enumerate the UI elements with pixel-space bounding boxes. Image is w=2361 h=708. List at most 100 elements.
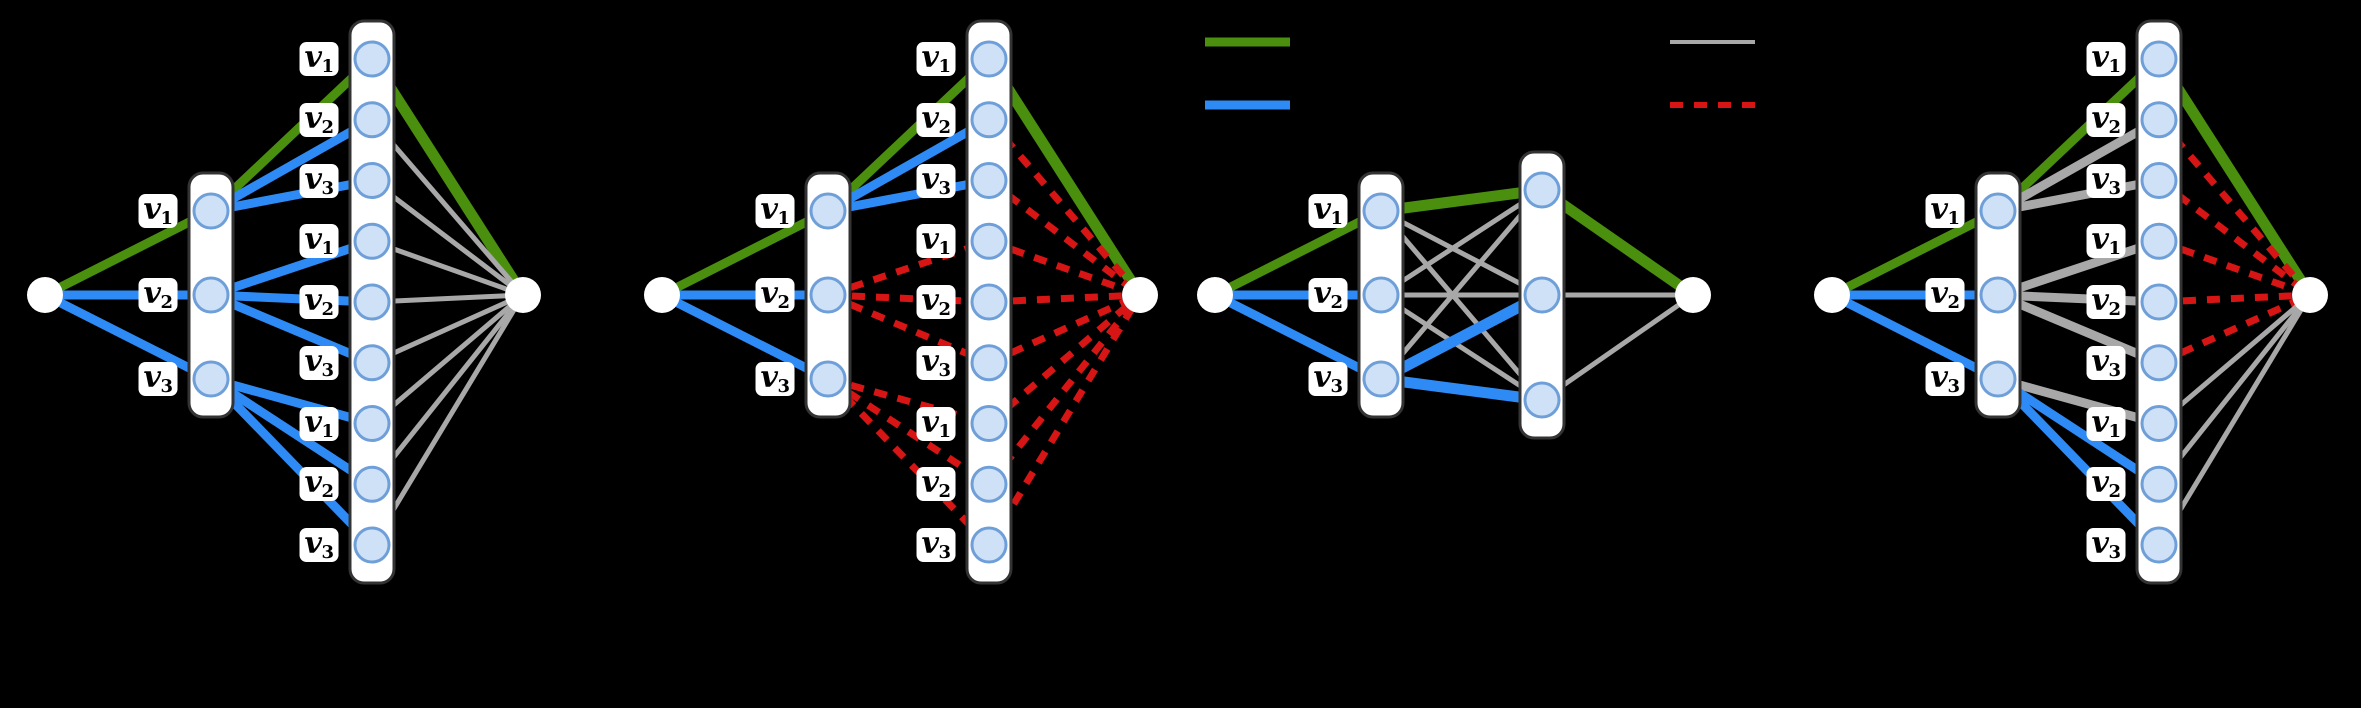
- node-label-v2: v2: [299, 467, 339, 502]
- right-node-1[interactable]: [970, 40, 1008, 78]
- mid-node-2[interactable]: [1362, 276, 1400, 314]
- mid-node-3[interactable]: [1362, 360, 1400, 398]
- right-node-9[interactable]: [2140, 526, 2178, 564]
- mid-node-1[interactable]: [1979, 192, 2017, 230]
- sink-node[interactable]: [1122, 277, 1158, 313]
- label-sub: 3: [938, 359, 951, 381]
- right-node-8[interactable]: [970, 465, 1008, 503]
- source-node[interactable]: [1197, 277, 1233, 313]
- label-base: v: [304, 404, 322, 440]
- mid-node-1[interactable]: [809, 192, 847, 230]
- right-node-2[interactable]: [2140, 101, 2178, 139]
- label-base: v: [2091, 404, 2109, 440]
- edge-mid-right-1-3: [1997, 176, 2160, 216]
- right-node-3[interactable]: [353, 162, 391, 199]
- edge-mid-right-2-2: [1997, 290, 2160, 307]
- right-node-4[interactable]: [2140, 222, 2178, 260]
- edge-right-sink-9: [2156, 293, 2313, 547]
- right-node-5[interactable]: [2140, 283, 2178, 321]
- edge-right-sink-2: [370, 118, 525, 297]
- right-node-7[interactable]: [970, 405, 1008, 442]
- right-node-4[interactable]: [970, 222, 1008, 260]
- right-node-7[interactable]: [2140, 405, 2178, 442]
- right-node-2[interactable]: [353, 101, 391, 139]
- right-node-9[interactable]: [353, 526, 391, 564]
- node-label-v3: v3: [299, 163, 339, 198]
- right-node-3[interactable]: [970, 162, 1008, 199]
- mid-node-2[interactable]: [192, 276, 230, 314]
- node-label-v3: v3: [755, 360, 795, 397]
- right-node-7[interactable]: [353, 405, 391, 442]
- edge-mid-right-1-3: [827, 176, 990, 216]
- node-label-v2: v2: [138, 276, 178, 312]
- right-node-6[interactable]: [353, 344, 391, 382]
- edge-right-sink-3: [370, 178, 525, 297]
- right-node-2[interactable]: [1523, 276, 1561, 314]
- source-node[interactable]: [1814, 277, 1850, 313]
- right-node-5[interactable]: [970, 283, 1008, 321]
- right-node-2[interactable]: [970, 101, 1008, 139]
- right-node-1[interactable]: [1523, 171, 1561, 209]
- node-label-v3: v3: [916, 345, 956, 381]
- right-node-6[interactable]: [970, 344, 1008, 382]
- label-sub: 1: [938, 420, 951, 442]
- mid-node-2[interactable]: [1979, 276, 2017, 314]
- label-base: v: [143, 192, 161, 227]
- edge-mid-right-2-1: [1996, 236, 2161, 300]
- mid-node-1[interactable]: [1362, 192, 1400, 230]
- label-base: v: [921, 222, 939, 258]
- node-label-v3: v3: [1925, 362, 1965, 396]
- source-node[interactable]: [27, 277, 63, 313]
- label-sub: 3: [2108, 542, 2121, 563]
- label-base: v: [921, 161, 939, 197]
- label-sub: 3: [777, 376, 790, 397]
- node-label-v1: v1: [299, 404, 339, 441]
- right-node-8[interactable]: [353, 465, 391, 503]
- node-label-v2: v2: [916, 283, 956, 319]
- edge-source-mid-1: [1212, 206, 1384, 300]
- edge-mid-right-3-3: [825, 376, 992, 548]
- label-base: v: [921, 40, 939, 75]
- label-base: v: [143, 276, 161, 311]
- label-sub: 3: [938, 542, 951, 563]
- right-node-6[interactable]: [2140, 344, 2178, 382]
- edge-right-sink-7: [2157, 293, 2312, 426]
- right-node-5[interactable]: [353, 283, 391, 321]
- right-node-1[interactable]: [2140, 40, 2178, 78]
- label-sub: 2: [2108, 299, 2121, 320]
- label-base: v: [921, 283, 939, 318]
- mid-node-3[interactable]: [192, 360, 230, 398]
- mid-node-1[interactable]: [192, 192, 230, 230]
- node-label-v1: v1: [755, 194, 795, 228]
- mid-node-3[interactable]: [809, 360, 847, 398]
- edge-source-mid-1: [1829, 206, 2001, 300]
- node-label-v2: v2: [1925, 278, 1965, 312]
- right-node-3[interactable]: [2140, 162, 2178, 199]
- edge-mid-right-3-2: [1378, 290, 1545, 384]
- edge-right-sink-7: [370, 293, 525, 426]
- right-node-8[interactable]: [2140, 465, 2178, 503]
- sink-node[interactable]: [1675, 277, 1711, 313]
- label-sub: 3: [1330, 376, 1343, 397]
- mid-node-3[interactable]: [1979, 360, 2017, 398]
- label-base: v: [760, 276, 778, 311]
- right-node-3[interactable]: [1523, 381, 1561, 419]
- mid-node-2[interactable]: [809, 276, 847, 314]
- right-node-1[interactable]: [353, 40, 391, 78]
- edge-right-sink-8: [2157, 293, 2312, 486]
- sink-node[interactable]: [2292, 277, 2328, 313]
- sink-node[interactable]: [505, 277, 541, 313]
- label-base: v: [2091, 343, 2109, 379]
- edge-mid-right-3-1: [209, 374, 374, 428]
- source-node[interactable]: [644, 277, 680, 313]
- node-label-v2: v2: [2086, 467, 2126, 502]
- right-node-9[interactable]: [970, 526, 1008, 564]
- panel-3: [1197, 150, 1711, 440]
- edge-right-sink-1: [984, 56, 1145, 298]
- edge-mid-right-1-3: [210, 176, 373, 216]
- label-sub: 2: [2108, 116, 2121, 138]
- label-base: v: [760, 360, 778, 395]
- edge-mid-right-3-2: [826, 376, 991, 488]
- right-node-4[interactable]: [353, 222, 391, 260]
- edge-right-sink-3: [2156, 177, 2313, 298]
